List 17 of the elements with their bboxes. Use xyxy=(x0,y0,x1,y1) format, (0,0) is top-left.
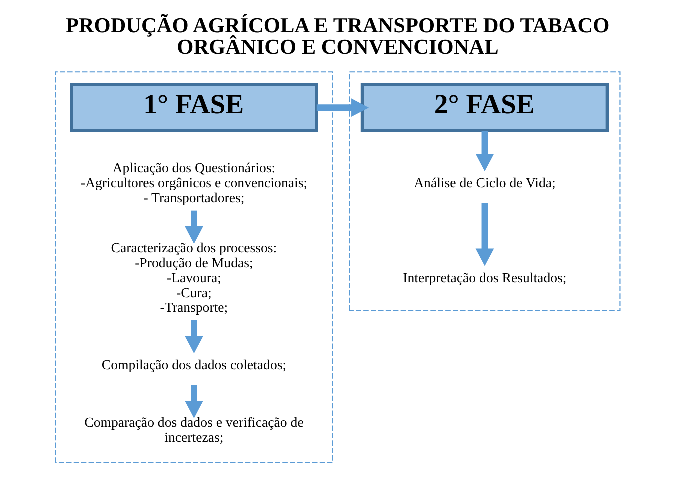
cluster xyxy=(54,72,333,464)
cluster xyxy=(348,72,620,312)
node-text: Aplicação dos Questionários: -Agricultores orgânicos e convencionais; - Transportadores; xyxy=(80,160,308,206)
node-box: 1° FASE xyxy=(70,83,318,132)
node-text: Interpretação dos Resultados; xyxy=(402,270,566,286)
arrow xyxy=(184,320,203,354)
node-text: Caracterização dos processos: -Produção de Mudas; -Lavoura; -Cura; -Transporte; xyxy=(110,240,277,316)
node-text: Compilação dos dados coletados; xyxy=(101,358,286,373)
arrow xyxy=(184,385,203,418)
arrow xyxy=(316,98,369,117)
arrow xyxy=(184,210,203,244)
node-box: 2° FASE xyxy=(360,83,609,132)
arrow xyxy=(475,203,494,266)
diagram-title: PRODUÇÃO AGRÍCOLA E TRANSPORTE DO TABACO ORGÂNICO E CONVENCIONAL xyxy=(65,14,610,60)
arrow xyxy=(475,131,494,172)
node-text: Comparação dos dados e verificação de incertezas; xyxy=(84,415,304,446)
node-text: Análise de Ciclo de Vida; xyxy=(414,176,556,191)
